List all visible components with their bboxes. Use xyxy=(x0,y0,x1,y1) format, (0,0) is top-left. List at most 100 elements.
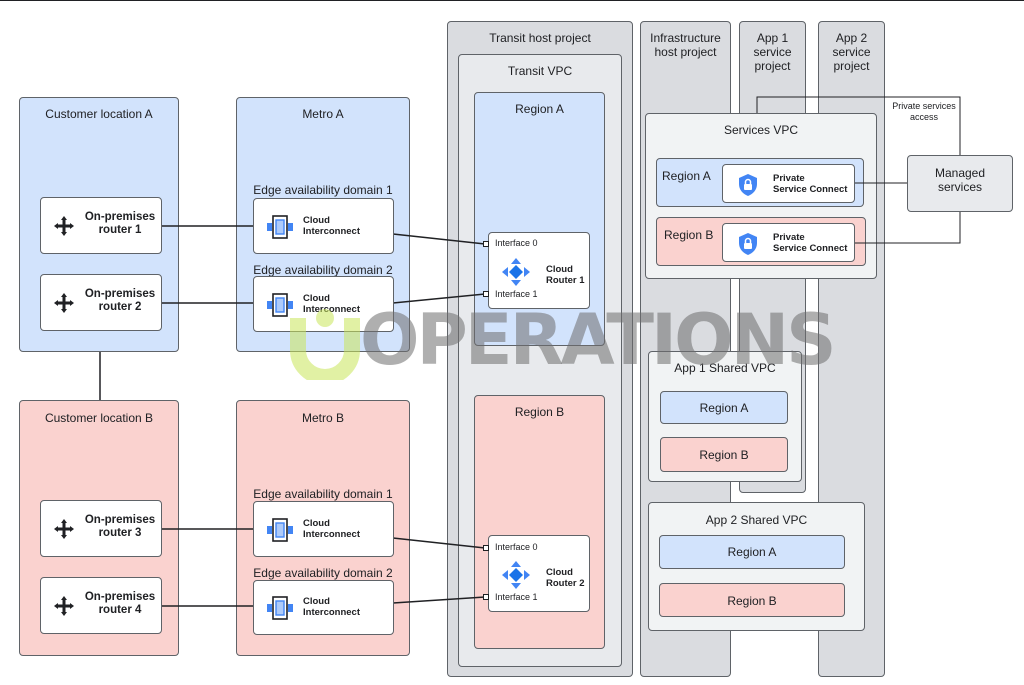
app1-label-line3: project xyxy=(754,59,791,73)
interface-0-port-router-2 xyxy=(483,545,489,551)
router-1-line1: On-premises xyxy=(84,211,156,223)
psa-line1: Private services xyxy=(892,101,956,111)
ci-3-line2: Interconnect xyxy=(303,529,361,540)
router-4-line2: router 4 xyxy=(98,604,142,616)
router-icon xyxy=(54,293,74,313)
on-premises-router-4[interactable]: On-premises router 4 xyxy=(40,577,162,634)
app2-label-line3: project xyxy=(833,59,870,73)
managed-line1: Managed xyxy=(934,166,986,180)
lock-shield-icon xyxy=(739,174,757,196)
app1-shared-vpc-label: App 1 Shared VPC xyxy=(674,361,776,375)
router-3-line1: On-premises xyxy=(84,514,156,526)
app1-region-a-label: Region A xyxy=(699,401,749,415)
app1-region-b-label: Region B xyxy=(699,448,749,462)
cloud-router-2[interactable]: Cloud Router 2 xyxy=(488,535,590,612)
ci-4-line2: Interconnect xyxy=(303,607,361,618)
edge-domain-1-label-b: Edge availability domain 1 xyxy=(253,487,393,501)
transit-region-b-label: Region B xyxy=(514,405,565,419)
private-services-access-label: Private services access xyxy=(878,101,970,123)
ci-3-label: Cloud Interconnect xyxy=(303,518,360,540)
on-premises-router-1[interactable]: On-premises router 1 xyxy=(40,197,162,254)
transit-vpc-label: Transit VPC xyxy=(507,64,573,78)
lock-shield-icon xyxy=(739,233,757,255)
private-service-connect-a[interactable]: Private Service Connect xyxy=(722,164,855,203)
psc-a-line2: Service Connect xyxy=(773,184,848,195)
app2-label-line1: App 2 xyxy=(835,31,868,45)
cloud-router-icon xyxy=(502,561,530,589)
psc-a-line1: Private xyxy=(773,173,805,184)
cloud-interconnect-3[interactable]: Cloud Interconnect xyxy=(253,501,394,557)
app1-label-line2: service xyxy=(753,45,792,59)
app2-region-a xyxy=(659,535,845,569)
app2-shared-vpc-label: App 2 Shared VPC xyxy=(705,513,808,527)
app2-region-b-label: Region B xyxy=(727,594,777,608)
edge-domain-2-label-b: Edge availability domain 2 xyxy=(253,566,393,580)
interface-1-port-router-2 xyxy=(483,594,489,600)
interconnect-icon xyxy=(267,518,293,542)
ci-4-line1: Cloud xyxy=(303,596,330,607)
psc-b-line1: Private xyxy=(773,232,805,243)
infra-label-line1: Infrastructure xyxy=(650,31,721,45)
app1-service-project-label: App 1 service project xyxy=(739,31,806,73)
router-2-line2: router 2 xyxy=(98,301,142,313)
app2-region-a-label: Region A xyxy=(727,545,777,559)
metro-b-label: Metro B xyxy=(301,411,344,425)
interconnect-icon xyxy=(267,596,293,620)
psa-line2: access xyxy=(909,112,938,122)
cloud-interconnect-4[interactable]: Cloud Interconnect xyxy=(253,580,394,635)
cloud-router-1-label: Cloud Router 1 xyxy=(546,264,585,286)
interface-1-port-router-1 xyxy=(483,291,489,297)
app2-region-b xyxy=(659,583,845,617)
router-icon xyxy=(54,596,74,616)
on-premises-router-3[interactable]: On-premises router 3 xyxy=(40,500,162,557)
psc-a-label: Private Service Connect xyxy=(773,173,847,195)
cr-2-line2: Router 2 xyxy=(546,578,585,589)
router-icon xyxy=(54,216,74,236)
router-1-label: On-premises router 1 xyxy=(81,211,159,237)
managed-line2: services xyxy=(937,180,982,194)
cloud-router-2-label: Cloud Router 2 xyxy=(546,567,585,589)
watermark: OPERATIONS xyxy=(290,300,837,380)
router-1-line2: router 1 xyxy=(98,224,142,236)
interconnect-icon xyxy=(267,215,293,239)
router-icon xyxy=(54,519,74,539)
on-premises-router-2[interactable]: On-premises router 2 xyxy=(40,274,162,331)
app2-label-line2: service xyxy=(832,45,871,59)
cloud-interconnect-1[interactable]: Cloud Interconnect xyxy=(253,198,394,254)
transit-host-project-label: Transit host project xyxy=(489,31,591,45)
watermark-logo-icon xyxy=(290,309,360,380)
app1-label-line1: App 1 xyxy=(756,31,789,45)
psc-b-label: Private Service Connect xyxy=(773,232,847,254)
router-2-label: On-premises router 2 xyxy=(81,288,159,314)
app2-service-project-label: App 2 service project xyxy=(818,31,885,73)
managed-services[interactable] xyxy=(907,155,1013,212)
edge-domain-2-label-a: Edge availability domain 2 xyxy=(253,263,393,277)
customer-location-a-label: Customer location A xyxy=(45,107,153,121)
psc-b-line2: Service Connect xyxy=(773,243,848,254)
ci-2-label: Cloud Interconnect xyxy=(303,293,360,315)
interface-1-label-router-1: Interface 1 xyxy=(495,289,538,299)
ci-1-line2: Interconnect xyxy=(303,226,361,237)
router-2-line1: On-premises xyxy=(84,288,156,300)
watermark-text: OPERATIONS xyxy=(360,299,837,381)
cr-2-line1: Cloud xyxy=(546,567,573,578)
router-4-label: On-premises router 4 xyxy=(81,591,159,617)
ci-2-line1: Cloud xyxy=(303,293,330,304)
cloud-router-icon xyxy=(502,258,530,286)
ci-3-line1: Cloud xyxy=(303,518,330,529)
router-3-label: On-premises router 3 xyxy=(81,514,159,540)
cr-1-line2: Router 1 xyxy=(546,275,585,286)
router-3-line2: router 3 xyxy=(98,527,142,539)
infrastructure-host-project-label: Infrastructure host project xyxy=(640,31,731,59)
services-region-b-label: Region B xyxy=(664,228,714,242)
app1-region-b xyxy=(660,437,788,472)
edge-domain-1-label-a: Edge availability domain 1 xyxy=(253,183,393,197)
app1-region-a xyxy=(660,391,788,424)
cloud-router-1[interactable]: Cloud Router 1 xyxy=(488,232,590,309)
ci-4-label: Cloud Interconnect xyxy=(303,596,360,618)
interface-0-label-router-2: Interface 0 xyxy=(495,542,538,552)
ci-2-line2: Interconnect xyxy=(303,304,361,315)
router-4-line1: On-premises xyxy=(84,591,156,603)
private-service-connect-b[interactable]: Private Service Connect xyxy=(722,223,855,262)
infra-label-line2: host project xyxy=(654,45,717,59)
